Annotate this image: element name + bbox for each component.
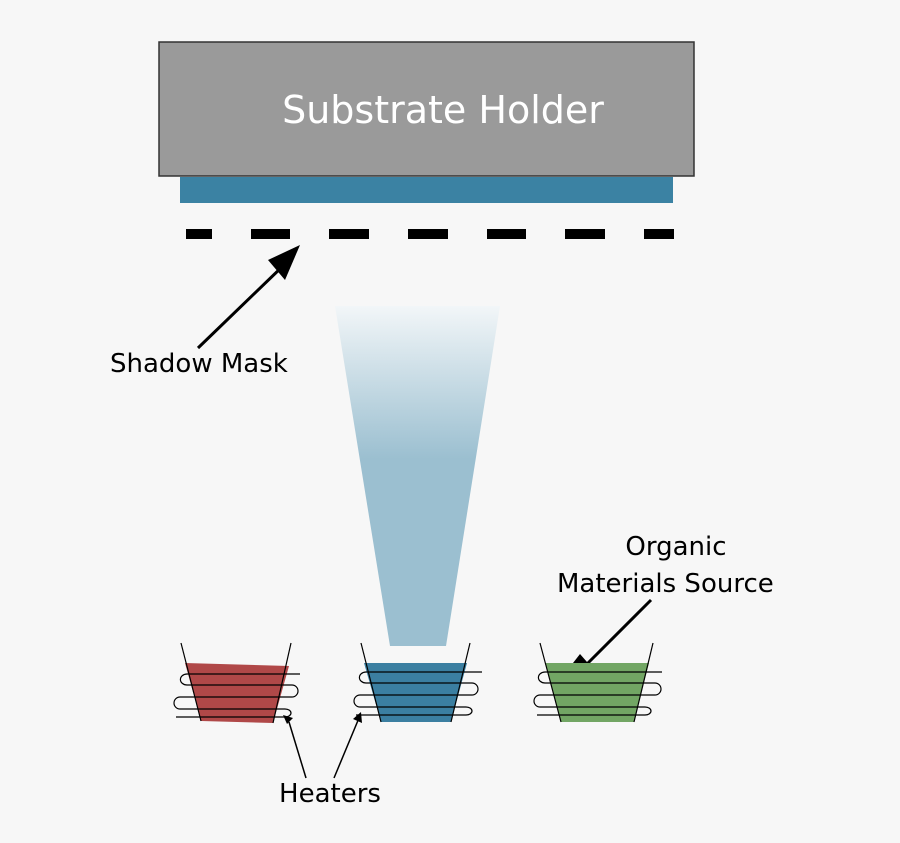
heater-coil-blue — [353, 671, 482, 716]
vapor-beam — [335, 306, 500, 646]
organic-label-line2: Materials Source — [557, 569, 774, 599]
organic-source-arrow — [566, 598, 653, 672]
substrate — [180, 177, 673, 203]
heater-coil-green — [533, 671, 662, 716]
shadow-mask-label: Shadow Mask — [110, 349, 288, 379]
crucible-red-material — [185, 663, 289, 723]
substrate-holder: Substrate Holder — [158, 41, 695, 177]
crucible-blue — [353, 642, 482, 723]
heaters-arrows — [283, 712, 362, 779]
heater-coil-red — [173, 673, 300, 718]
organic-label-line1: Organic — [625, 532, 726, 562]
shadow-mask — [186, 229, 674, 239]
crucible-red — [173, 642, 300, 724]
crucible-green — [533, 642, 662, 723]
heaters-label: Heaters — [279, 779, 381, 809]
shadow-mask-arrow — [196, 245, 300, 350]
substrate-holder-label: Substrate Holder — [282, 88, 604, 132]
